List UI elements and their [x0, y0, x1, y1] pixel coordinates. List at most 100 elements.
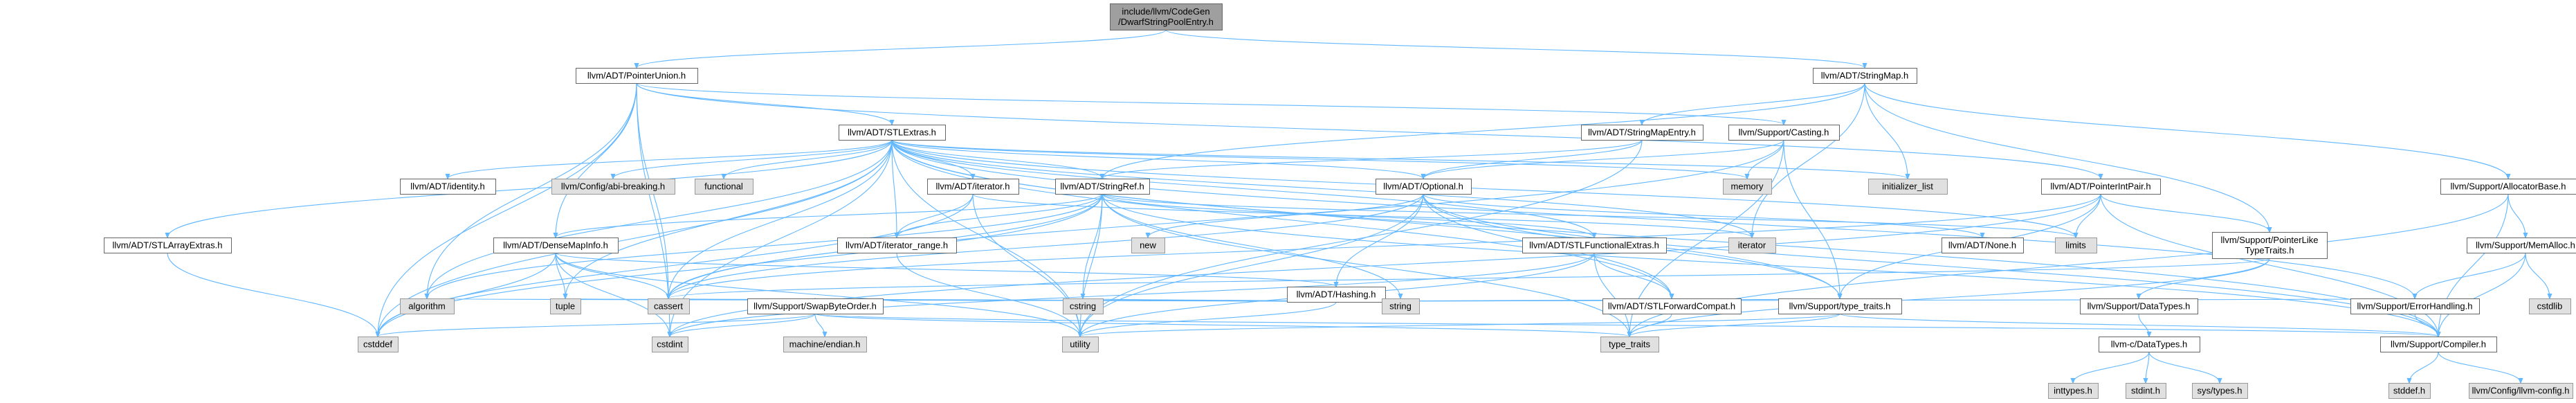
node-stlforwardcompat[interactable]: llvm/ADT/STLForwardCompat.h	[1602, 298, 1742, 314]
node-pointerintpair-label: llvm/ADT/PointerIntPair.h	[2050, 181, 2150, 192]
node-densemapinfo[interactable]: llvm/ADT/DenseMapInfo.h	[493, 238, 619, 253]
node-compiler-label: llvm/Support/Compiler.h	[2391, 339, 2486, 350]
edge-iterator_h-to-iterator_range	[897, 193, 974, 238]
node-optional-label: llvm/ADT/Optional.h	[1383, 181, 1463, 192]
dependency-edges	[167, 29, 2550, 383]
edge-compiler-to-stddef	[2409, 351, 2439, 383]
node-optional-box	[1376, 179, 1472, 195]
node-type_traits_sys-box	[1600, 337, 1659, 352]
node-pointerintpair[interactable]: llvm/ADT/PointerIntPair.h	[2041, 179, 2161, 195]
node-compiler[interactable]: llvm/Support/Compiler.h	[2380, 337, 2497, 352]
node-iterator_h[interactable]: llvm/ADT/iterator.h	[927, 179, 1019, 195]
node-new-label: new	[1140, 240, 1156, 251]
node-iterator_sys-label: iterator	[1738, 240, 1766, 251]
node-swapbyteorder[interactable]: llvm/Support/SwapByteOrder.h	[747, 298, 884, 314]
edge-iterator_h-to-cstddef	[378, 193, 974, 337]
node-hashing[interactable]: llvm/ADT/Hashing.h	[1287, 287, 1386, 303]
edge-stringref-to-compiler	[1102, 193, 2438, 337]
node-compiler-box	[2380, 337, 2497, 352]
node-limits: limits	[2055, 238, 2097, 253]
edge-pointerunion-to-densemapinfo	[556, 82, 637, 238]
node-stlfunctionalextras-box	[1522, 238, 1667, 253]
node-pointerintpair-box	[2041, 179, 2161, 195]
node-stringmap-box	[1813, 68, 1917, 84]
node-stdint-label: stdint.h	[2131, 386, 2160, 396]
node-casting[interactable]: llvm/Support/Casting.h	[1728, 125, 1840, 141]
node-none[interactable]: llvm/ADT/None.h	[1942, 238, 2024, 253]
node-cstdlib-label: cstdlib	[2537, 301, 2563, 312]
node-type_traits_sys: type_traits	[1600, 337, 1659, 352]
node-identity[interactable]: llvm/ADT/identity.h	[400, 179, 496, 195]
node-stlextras[interactable]: llvm/ADT/STLExtras.h	[839, 125, 946, 141]
node-string-box	[1382, 298, 1420, 314]
edge-stringmapentry-to-stringref	[1102, 139, 1643, 179]
node-type_traits_llvm[interactable]: llvm/Support/type_traits.h	[1778, 298, 1902, 314]
node-llvmc_datatypes[interactable]: llvm-c/DataTypes.h	[2099, 337, 2200, 352]
edge-errorhandling-to-compiler	[2414, 313, 2438, 337]
node-cstddef-label: cstddef	[363, 339, 392, 350]
node-pointerunion[interactable]: llvm/ADT/PointerUnion.h	[576, 68, 698, 84]
edge-iterator_range-to-utility	[896, 252, 1080, 337]
node-iterator_range[interactable]: llvm/ADT/iterator_range.h	[837, 238, 957, 253]
edge-stringmap-to-stringmapentry	[1642, 82, 1865, 125]
node-cstdlib: cstdlib	[2529, 298, 2571, 314]
node-stringmap[interactable]: llvm/ADT/StringMap.h	[1813, 68, 1917, 84]
node-cstdlib-box	[2529, 298, 2571, 314]
node-allocatorbase[interactable]: llvm/Support/AllocatorBase.h	[2440, 179, 2576, 195]
edge-stlextras-to-algorithm	[427, 139, 893, 298]
node-pointerunion-box	[576, 68, 698, 84]
node-functional: functional	[695, 179, 753, 195]
edge-swapbyteorder-to-machineendian	[814, 313, 825, 337]
node-root-box	[1110, 3, 1223, 30]
node-pointerliketypetraits-label: TypeTraits.h	[2245, 245, 2294, 256]
node-datatypes[interactable]: llvm/Support/DataTypes.h	[2080, 298, 2198, 314]
edge-llvmc_datatypes-to-stdint	[2146, 351, 2150, 383]
node-densemapinfo-box	[493, 238, 619, 253]
node-stlarrayextras[interactable]: llvm/ADT/STLArrayExtras.h	[104, 238, 232, 253]
node-stringmapentry-label: llvm/ADT/StringMapEntry.h	[1588, 127, 1696, 138]
node-stringref[interactable]: llvm/ADT/StringRef.h	[1055, 179, 1150, 195]
edge-stlextras-to-stlarrayextras	[167, 139, 893, 238]
node-stddef: stddef.h	[2388, 383, 2431, 399]
node-none-label: llvm/ADT/None.h	[1948, 240, 2016, 251]
node-stlextras-label: llvm/ADT/STLExtras.h	[848, 127, 936, 138]
node-cstring-box	[1063, 298, 1104, 314]
node-datatypes-label: llvm/Support/DataTypes.h	[2088, 301, 2191, 312]
node-optional[interactable]: llvm/ADT/Optional.h	[1376, 179, 1472, 195]
node-cstddef: cstddef	[358, 337, 399, 352]
node-stringmapentry[interactable]: llvm/ADT/StringMapEntry.h	[1581, 125, 1703, 141]
edge-pointerunion-to-cstdint	[636, 82, 670, 337]
edge-pointerunion-to-algorithm	[427, 82, 637, 298]
edge-pointerintpair-to-limits	[2076, 193, 2101, 238]
edge-densemapinfo-to-cstdint	[555, 252, 670, 337]
edge-stringref-to-limits	[1102, 193, 2076, 238]
edge-densemapinfo-to-tuple	[555, 252, 565, 298]
node-type_traits_llvm-label: llvm/Support/type_traits.h	[1789, 301, 1891, 312]
node-stddef-box	[2388, 383, 2431, 399]
node-utility: utility	[1062, 337, 1099, 352]
node-stlfunctionalextras[interactable]: llvm/ADT/STLFunctionalExtras.h	[1522, 238, 1667, 253]
node-machineendian-label: machine/endian.h	[789, 339, 861, 350]
node-machineendian-box	[783, 337, 867, 352]
node-cassert-box	[648, 298, 690, 314]
edge-stringmap-to-pointerliketypetraits	[1864, 82, 2269, 232]
node-cstdint-box	[652, 337, 688, 352]
edge-pointerunion-to-pointerintpair	[636, 82, 2101, 179]
edge-stringref-to-iterator_range	[897, 193, 1103, 238]
edge-pointerunion-to-casting	[636, 82, 1784, 125]
node-abibreaking-label: llvm/Config/abi-breaking.h	[561, 181, 665, 192]
node-errorhandling[interactable]: llvm/Support/ErrorHandling.h	[2350, 298, 2480, 314]
node-cassert-label: cassert	[654, 301, 683, 312]
edge-stringmap-to-initlist	[1864, 82, 1908, 179]
node-iterator_h-box	[927, 179, 1019, 195]
edge-stringmapentry-to-utility	[1080, 139, 1643, 337]
node-inttypes-box	[2048, 383, 2099, 399]
node-datatypes-box	[2080, 298, 2198, 314]
node-memalloc[interactable]: llvm/Support/MemAlloc.h	[2467, 238, 2576, 253]
node-hashing-label: llvm/ADT/Hashing.h	[1297, 289, 1376, 300]
node-functional-box	[695, 179, 753, 195]
edge-casting-to-optional	[1423, 139, 1784, 179]
edge-stlextras-to-errorhandling	[891, 139, 2415, 298]
node-swapbyteorder-label: llvm/Support/SwapByteOrder.h	[753, 301, 877, 312]
